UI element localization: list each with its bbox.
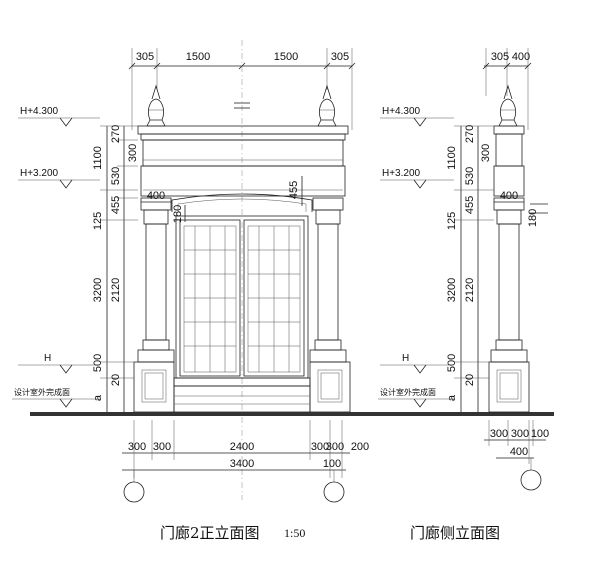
front-top-dim-4: 305 bbox=[331, 51, 349, 63]
front-ground-note: 设计室外完成面 bbox=[14, 387, 70, 397]
side-bottom-dimensions: 300 300 100 400 bbox=[484, 420, 549, 464]
front-dim-530: 530 bbox=[110, 167, 122, 185]
side-level-320: H+3.200 bbox=[382, 168, 421, 179]
front-level-430: H+4.300 bbox=[20, 106, 59, 117]
front-bottom-300b: 300 bbox=[153, 441, 171, 453]
side-level-430: H+4.300 bbox=[382, 106, 421, 117]
front-label-180: 180 bbox=[172, 205, 184, 223]
front-arch bbox=[171, 193, 313, 212]
front-bottom-300d: 300 bbox=[326, 441, 344, 453]
side-label-180: 180 bbox=[527, 209, 539, 227]
front-dim-455: 455 bbox=[110, 196, 122, 214]
front-bottom-100: 100 bbox=[323, 458, 341, 470]
side-label-400: 400 bbox=[500, 190, 518, 202]
side-left-dimensions: 1100 125 3200 500 a 270 530 455 2120 20 … bbox=[446, 125, 494, 412]
front-left-dimensions: 1100 125 3200 500 a 270 530 455 2120 20 … bbox=[92, 125, 139, 412]
side-dim-2120: 2120 bbox=[464, 278, 476, 302]
front-bottom-2400: 2400 bbox=[230, 441, 254, 453]
front-dim-3200: 3200 bbox=[92, 278, 104, 302]
front-left-column bbox=[133, 197, 175, 413]
side-top-dim-305: 305 bbox=[491, 51, 509, 63]
side-level-h: H bbox=[402, 353, 409, 364]
front-dim-300: 300 bbox=[127, 144, 139, 162]
front-label-400: 400 bbox=[147, 190, 165, 202]
front-entablature bbox=[137, 125, 349, 197]
front-dim-270: 270 bbox=[110, 125, 122, 143]
front-dim-125: 125 bbox=[92, 212, 104, 230]
front-level-320: H+3.200 bbox=[20, 168, 59, 179]
front-axis-bubble-right bbox=[323, 481, 345, 503]
side-dim-1100: 1100 bbox=[446, 146, 458, 170]
side-dim-300: 300 bbox=[480, 144, 492, 162]
side-caption: 门廊侧立面图 bbox=[410, 524, 500, 542]
front-dim-500: 500 bbox=[92, 354, 104, 372]
front-dim-1100: 1100 bbox=[92, 146, 104, 170]
side-dim-500: 500 bbox=[446, 354, 458, 372]
front-right-urn bbox=[317, 84, 337, 127]
front-right-column bbox=[309, 197, 351, 413]
side-dim-530: 530 bbox=[464, 167, 476, 185]
front-top-dim-1: 305 bbox=[136, 51, 154, 63]
side-bottom-100: 100 bbox=[531, 428, 549, 440]
front-bottom-3400: 3400 bbox=[230, 458, 254, 470]
front-level-h: H bbox=[44, 353, 51, 364]
side-levels: H+4.300 H+3.200 H 设计室外完成面 bbox=[378, 106, 454, 408]
front-dim-2120: 2120 bbox=[110, 278, 122, 302]
side-dim-20: 20 bbox=[464, 374, 476, 386]
side-dim-455: 455 bbox=[464, 196, 476, 214]
front-axis-bubble-left bbox=[123, 481, 145, 503]
front-elevation: 305 1500 1500 305 bbox=[12, 40, 369, 542]
front-scale: 1:50 bbox=[284, 526, 305, 540]
side-dim-a: a bbox=[446, 394, 458, 401]
front-bottom-dimensions: 300 300 2400 300 300 200 3400 100 bbox=[122, 420, 369, 478]
side-bottom-300a: 300 bbox=[490, 428, 508, 440]
front-levels: H+4.300 H+3.200 H 设计室外完成面 bbox=[12, 106, 100, 408]
front-left-urn bbox=[146, 84, 166, 127]
front-top-dim-3: 1500 bbox=[274, 51, 298, 63]
front-top-dim-2: 1500 bbox=[186, 51, 210, 63]
front-caption: 门廊2正立面图 bbox=[160, 524, 260, 542]
front-label-455: 455 bbox=[288, 181, 300, 199]
side-column bbox=[488, 125, 530, 413]
side-elevation: 305 400 400 180 bbox=[378, 48, 549, 542]
front-top-dimensions: 305 1500 1500 305 bbox=[128, 48, 356, 130]
front-bottom-300a: 300 bbox=[128, 441, 146, 453]
front-dim-20: 20 bbox=[110, 374, 122, 386]
side-ground-note: 设计室外完成面 bbox=[380, 387, 436, 397]
side-dim-3200: 3200 bbox=[446, 278, 458, 302]
side-urn bbox=[498, 84, 518, 127]
side-bottom-300b: 300 bbox=[511, 428, 529, 440]
side-top-dim-400: 400 bbox=[512, 51, 530, 63]
front-bottom-300c: 300 bbox=[311, 441, 329, 453]
side-dim-125: 125 bbox=[446, 212, 458, 230]
side-dim-270: 270 bbox=[464, 125, 476, 143]
side-bottom-400: 400 bbox=[510, 446, 528, 458]
front-bottom-200: 200 bbox=[351, 441, 369, 453]
side-axis-bubble bbox=[520, 469, 542, 491]
ground-line bbox=[30, 412, 554, 416]
front-dim-a: a bbox=[92, 394, 104, 401]
